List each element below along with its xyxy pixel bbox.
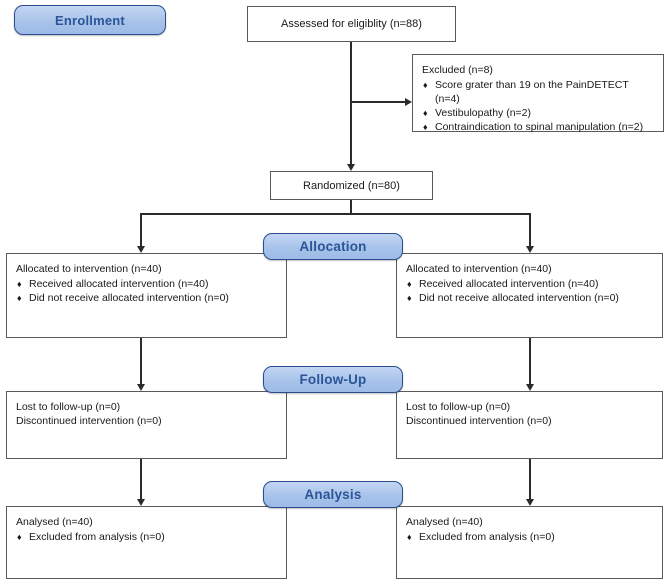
box-randomized: Randomized (n=80) [270,171,433,200]
box-analysis-right: Analysed (n=40) ♦ Excluded from analysis … [396,506,663,579]
list-item: ♦ Did not receive allocated intervention … [406,291,653,305]
arrow-into-analysis-left [136,499,145,506]
stage-banner-analysis-label: Analysis [304,487,362,502]
list-item: ♦ Received allocated intervention (n=40) [16,277,277,291]
excluded-reason-1: Score grater than 19 on the PainDETECT (… [435,79,629,105]
analysis-right-head: Analysed (n=40) [406,516,483,528]
connector-assessed-to-randomized [350,42,352,164]
box-followup-right: Lost to follow-up (n=0) Discontinued int… [396,391,663,459]
list-item: ♦ Received allocated intervention (n=40) [406,277,653,291]
arrow-into-analysis-right [525,499,534,506]
bullet-diamond-icon: ♦ [17,293,22,303]
stage-banner-analysis: Analysis [263,481,403,508]
bullet-diamond-icon: ♦ [17,532,22,542]
arrow-into-allocation-right [525,246,534,253]
allocation-right-head: Allocated to intervention (n=40) [406,263,552,275]
bullet-diamond-icon: ♦ [407,532,412,542]
analysis-left-item-1: Excluded from analysis (n=0) [29,531,165,543]
bullet-diamond-icon: ♦ [423,122,428,132]
analysis-right-list: ♦ Excluded from analysis (n=0) [406,530,653,544]
list-item: ♦ Excluded from analysis (n=0) [406,530,653,544]
stage-banner-enrollment-label: Enrollment [55,12,125,28]
followup-right-line-2: Discontinued intervention (n=0) [406,415,552,427]
allocation-right-list: ♦Received allocated intervention (n=40) … [406,277,653,305]
box-excluded: Excluded (n=8) ♦ Score grater than 19 on … [412,54,664,134]
list-item: ♦ Score grater than 19 on the PainDETECT … [422,78,654,106]
followup-right-line-1: Lost to follow-up (n=0) [406,401,511,413]
allocation-right-item-2: Did not receive allocated intervention (… [419,292,619,304]
box-followup-left: Lost to follow-up (n=0) Discontinued int… [6,391,287,459]
bullet-diamond-icon: ♦ [407,279,412,289]
connector-followup-left-to-analysis [140,459,142,500]
arrow-into-excluded [405,97,412,106]
list-item: ♦ Vestibulopathy (n=2) [422,106,654,120]
assessed-label: Assessed for eligiblity (n=88) [281,18,422,30]
arrow-into-allocation-left [136,246,145,253]
arrow-into-followup-left [136,384,145,391]
excluded-reason-list: ♦ Score grater than 19 on the PainDETECT … [422,78,654,134]
stage-banner-allocation: Allocation [263,233,403,260]
stage-banner-followup: Follow-Up [263,366,403,393]
excluded-head: Excluded (n=8) [422,64,493,76]
analysis-left-list: ♦ Excluded from analysis (n=0) [16,530,277,544]
list-item: ♦ Excluded from analysis (n=0) [16,530,277,544]
connector-alloc-left-to-followup [140,338,142,385]
bullet-diamond-icon: ♦ [423,108,428,118]
randomized-label: Randomized (n=80) [303,179,400,192]
box-allocation-left: Allocated to intervention (n=40) ♦ Receiv… [6,253,287,338]
box-analysis-left: Analysed (n=40) ♦ Excluded from analysis … [6,506,287,579]
stage-banner-followup-label: Follow-Up [299,372,367,387]
bullet-diamond-icon: ♦ [17,279,22,289]
arrow-into-randomized [346,164,355,171]
connector-alloc-right-to-followup [529,338,531,385]
list-item: ♦ Did not receive allocated intervention … [16,291,277,305]
bullet-diamond-icon: ♦ [407,293,412,303]
connector-randomized-down [350,200,352,214]
allocation-left-list: ♦Received allocated intervention (n=40) … [16,277,277,305]
stage-banner-allocation-label: Allocation [299,239,367,254]
followup-left-line-2: Discontinued intervention (n=0) [16,415,162,427]
connector-to-excluded [350,101,405,103]
allocation-right-item-1: Received allocated intervention (n=40) [419,278,599,290]
bullet-diamond-icon: ♦ [423,80,428,90]
excluded-reason-2: Vestibulopathy (n=2) [435,107,532,119]
stage-banner-enrollment: Enrollment [14,5,166,35]
analysis-right-item-1: Excluded from analysis (n=0) [419,531,555,543]
connector-split-left [140,213,142,248]
excluded-reason-3: Contraindication to spinal manipulation … [435,121,644,133]
list-item: ♦ Contraindication to spinal manipulation… [422,120,654,134]
connector-split-right [529,213,531,248]
allocation-left-head: Allocated to intervention (n=40) [16,263,162,275]
connector-split-bar [140,213,530,215]
arrow-into-followup-right [525,384,534,391]
connector-followup-right-to-analysis [529,459,531,500]
analysis-left-head: Analysed (n=40) [16,516,93,528]
allocation-left-item-1: Received allocated intervention (n=40) [29,278,209,290]
box-allocation-right: Allocated to intervention (n=40) ♦ Receiv… [396,253,663,338]
allocation-left-item-2: Did not receive allocated intervention (… [29,292,229,304]
followup-left-line-1: Lost to follow-up (n=0) [16,401,121,413]
box-assessed-for-eligibility: Assessed for eligiblity (n=88) [247,6,456,42]
